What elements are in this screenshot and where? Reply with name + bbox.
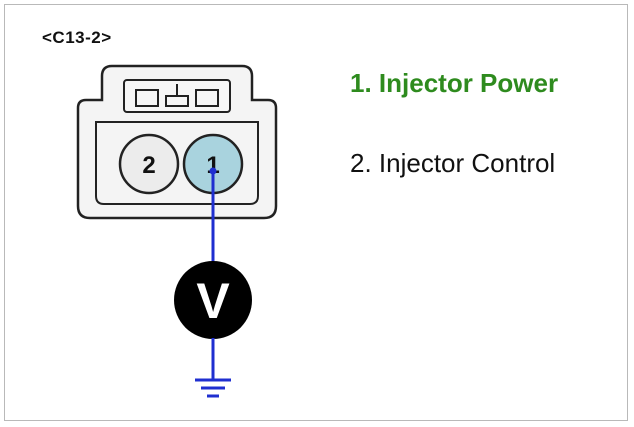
pin-2-label: 2	[142, 152, 155, 179]
pin-1-label: 1	[206, 152, 219, 179]
connector-id-label: <C13-2>	[42, 28, 112, 47]
ground-icon	[195, 378, 231, 398]
voltmeter-symbol	[174, 261, 252, 339]
pin-2-circle	[118, 133, 180, 195]
legend-item-injector-power: 1. Injector Power	[350, 68, 559, 98]
legend-item-injector-control: 2. Injector Control	[350, 148, 556, 178]
latch-slot-right	[195, 89, 219, 107]
probe-contact-dot	[209, 167, 217, 175]
latch-slot-left	[135, 89, 159, 107]
connector-inner-outline	[95, 121, 259, 205]
voltmeter-label: V	[196, 273, 230, 329]
